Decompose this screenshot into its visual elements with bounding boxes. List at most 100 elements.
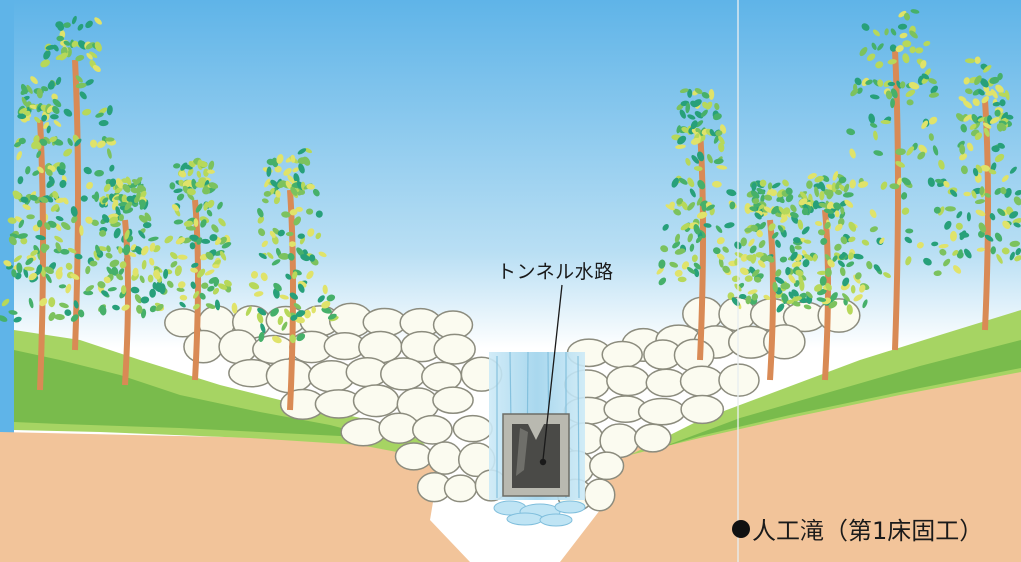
tree-leaf [274, 165, 282, 173]
tree-leaf [831, 182, 837, 193]
tree-leaf [747, 289, 758, 295]
tree-leaf [43, 50, 51, 60]
tree-leaf [750, 253, 757, 264]
tree-leaf [695, 120, 704, 128]
tree-leaf [292, 167, 300, 173]
tree-leaf [981, 96, 990, 104]
tree-leaf [65, 262, 73, 270]
tree-leaf [187, 168, 194, 177]
tree-leaf [687, 88, 693, 98]
tree-leaf [258, 331, 265, 343]
tree-leaf [791, 261, 802, 268]
tree-leaf [1004, 89, 1010, 101]
tree-leaf [928, 78, 937, 85]
stone [432, 386, 474, 415]
tree-leaf [781, 293, 789, 304]
tree-leaf [705, 204, 715, 211]
tree-leaf [740, 254, 749, 262]
tree-leaf [772, 281, 778, 293]
tree-leaf [674, 269, 683, 277]
tree-leaf [790, 204, 797, 213]
tree-leaf [788, 274, 796, 284]
tree-leaf [875, 61, 884, 69]
tree-leaf [665, 204, 675, 211]
tree-leaf [716, 253, 725, 261]
tree-leaf [120, 285, 127, 295]
tree-leaf [318, 251, 327, 258]
tree-leaf [729, 201, 736, 210]
tree-leaf [153, 269, 161, 280]
tree-leaf [962, 100, 973, 109]
tree-leaf [750, 190, 760, 199]
tree-leaf [872, 29, 880, 37]
tree-leaf [21, 96, 28, 107]
tree-leaf [63, 22, 71, 28]
stone [718, 363, 760, 397]
tree [13, 15, 131, 351]
tree-leaf [928, 92, 940, 98]
tree-leaf [207, 285, 215, 292]
tree-leaf [910, 9, 920, 14]
tree-leaf [85, 216, 93, 224]
tree-leaf [679, 109, 686, 119]
tree-leaf [975, 209, 986, 217]
tree-trunk [287, 189, 296, 411]
tree-leaf [859, 284, 866, 293]
tree-leaf [978, 89, 985, 96]
tree-leaf [842, 293, 850, 302]
tree-leaf [802, 259, 810, 268]
tree-leaf [899, 32, 908, 39]
tree-leaf [792, 296, 803, 302]
tree-leaf [263, 190, 272, 197]
tree-leaf [79, 91, 87, 100]
tree-leaf [322, 284, 328, 295]
tree-leaf [782, 179, 789, 187]
tree-leaf [771, 182, 781, 189]
tree-leaf [806, 180, 813, 189]
tree-leaf [903, 12, 910, 21]
tree-leaf [873, 264, 881, 272]
tree-leaf [901, 177, 911, 186]
stone [411, 414, 453, 445]
tree-leaf [43, 136, 51, 144]
tree-leaf [1009, 211, 1019, 219]
tree-leaf [694, 87, 703, 95]
tree-leaf [44, 266, 54, 275]
tree-leaf [687, 177, 695, 188]
tree-leaf [821, 175, 830, 183]
tree-leaf [293, 216, 302, 226]
tree-leaf [209, 234, 218, 242]
tree-leaf [312, 188, 320, 197]
tree-leaf [289, 292, 298, 300]
tree-leaf [760, 255, 768, 263]
tree-leaf [163, 268, 169, 279]
tree-leaf [829, 292, 838, 302]
tree-leaf [928, 116, 938, 125]
tree-leaf [174, 265, 182, 277]
tree-leaf [176, 193, 185, 201]
tree-leaf [754, 212, 762, 220]
tree-leaf [70, 206, 78, 217]
tree-leaf [258, 228, 266, 237]
tree-leaf [984, 234, 994, 242]
tree-leaf [944, 206, 956, 212]
stone [380, 357, 427, 391]
tree-leaf [700, 109, 708, 118]
tree-leaf [972, 98, 980, 107]
tree-leaf [952, 249, 959, 256]
tree-leaf [55, 216, 64, 222]
tree-leaf [866, 53, 876, 62]
tree-leaf [139, 190, 147, 199]
tree-leaf [55, 54, 65, 61]
tree-leaf [745, 295, 752, 305]
tree-leaf [758, 221, 767, 230]
tree [77, 176, 168, 386]
tree-leaf [288, 241, 296, 247]
tree-leaf [974, 75, 982, 85]
stone [634, 423, 672, 453]
tree-leaf [964, 58, 976, 64]
tree-leaf [207, 199, 215, 209]
tree-leaf [62, 197, 69, 205]
tunnel-pointer-line [542, 284, 563, 461]
tree-leaf [944, 220, 952, 230]
